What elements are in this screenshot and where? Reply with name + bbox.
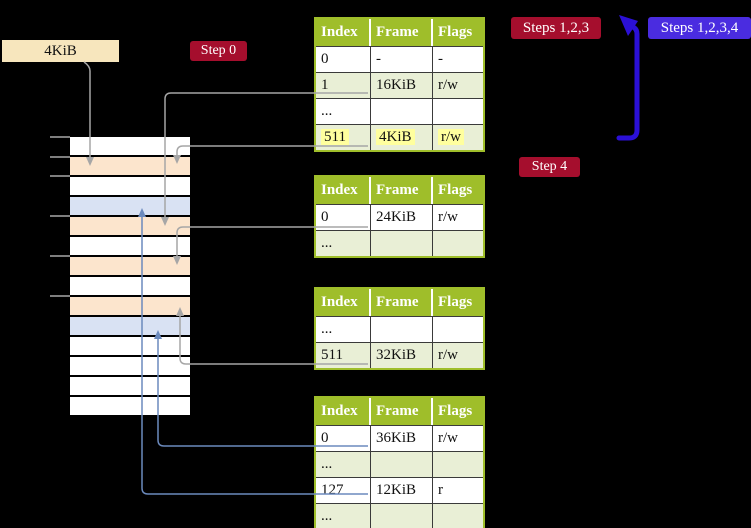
table-cell: ... [316, 504, 371, 528]
table-cell: r/w [438, 347, 458, 363]
table-header-cell: Flags [438, 294, 473, 310]
table-header-cell: Frame [371, 177, 433, 204]
stack-frame-row-blue [70, 197, 190, 215]
table-cell: r/w [433, 125, 481, 150]
highlighted-value: 4KiB [376, 129, 415, 145]
table-header-cell: Flags [438, 403, 473, 419]
table-cell: r/w [438, 430, 458, 446]
stack-tick [50, 215, 70, 217]
table-cell [371, 452, 433, 477]
table-cell: ... [316, 452, 371, 477]
highlighted-value: 511 [321, 129, 349, 145]
table-cell [371, 99, 433, 124]
table-cell: 511 [316, 343, 371, 368]
stack-frame-row-white [70, 397, 190, 415]
stack-tick [50, 175, 70, 177]
table-cell: ... [316, 231, 371, 256]
table-header-cell: Flags [438, 182, 473, 198]
stack-tick [50, 255, 70, 257]
table-row: ... [316, 98, 483, 124]
stack-frame-row-white [70, 357, 190, 375]
stack-tick [50, 136, 70, 138]
table-header-cell: Frame [371, 398, 433, 425]
stack-frame-row-white [70, 337, 190, 355]
table-cell: 4KiB [371, 125, 433, 150]
frame-size-label: 4KiB [2, 40, 119, 62]
table-cell [433, 452, 481, 477]
table-header-cell: Index [316, 177, 371, 204]
step0-badge: Step 0 [190, 41, 247, 61]
table-cell: ... [316, 99, 371, 124]
stack-frame-row-peach [70, 157, 190, 175]
table-row: 511 4KiB r/w [316, 124, 483, 150]
table-cell: ... [316, 317, 371, 342]
stack-tick [50, 156, 70, 158]
steps-1234-badge: Steps 1,2,3,4 [648, 17, 751, 39]
stack-frame-row-blue [70, 317, 190, 335]
stack-frame-row-white [70, 237, 190, 255]
table-cell: 127 [316, 478, 371, 503]
table-cell: 0 [316, 47, 371, 72]
table-header-cell: Frame [371, 19, 433, 46]
step4-badge: Step 4 [519, 157, 580, 177]
table-row: ... [316, 230, 483, 256]
table-cell [433, 231, 481, 256]
stack-frame-row-white [70, 277, 190, 295]
stack-frame-row-peach [70, 217, 190, 235]
table-row: ... [316, 451, 483, 477]
stack-frame-row-white [70, 177, 190, 195]
table-cell: 32KiB [371, 343, 433, 368]
table-header-cell: Frame [371, 289, 433, 316]
table-cell: - [371, 47, 433, 72]
table-cell: 0 [316, 426, 371, 451]
arrowhead-up-left-icon [619, 15, 638, 36]
table-row: ... [316, 316, 483, 342]
table-cell: 36KiB [371, 426, 433, 451]
highlighted-value: r/w [438, 129, 464, 145]
table-cell: 0 [316, 205, 371, 230]
table-cell: 12KiB [371, 478, 433, 503]
stack-tick [50, 295, 70, 297]
table-header-cell: Index [316, 19, 371, 46]
table-cell: 16KiB [371, 73, 433, 98]
memory-stack [70, 137, 190, 415]
table-row: 0-- [316, 46, 483, 72]
stack-frame-row-peach [70, 257, 190, 275]
table-cell [433, 317, 481, 342]
stack-frame-row-white [70, 137, 190, 155]
table-cell [371, 231, 433, 256]
stack-frame-row-peach [70, 297, 190, 315]
table-header-cell: Index [316, 398, 371, 425]
steps-123-badge: Steps 1,2,3 [511, 17, 601, 39]
table-cell: r/w [438, 77, 458, 93]
table-cell [433, 504, 481, 528]
table-header-cell: Flags [438, 24, 473, 40]
table-cell: r [438, 482, 443, 498]
table-cell: 24KiB [371, 205, 433, 230]
table-cell: - [438, 51, 443, 67]
stack-frame-row-white [70, 377, 190, 395]
table-header-cell: Index [316, 289, 371, 316]
table-cell [371, 317, 433, 342]
table-row: ... [316, 503, 483, 528]
table-cell: 511 [316, 125, 371, 150]
table-cell: 1 [316, 73, 371, 98]
table-cell [371, 504, 433, 528]
table-cell: r/w [438, 209, 458, 225]
steps-loop-arrow [616, 24, 640, 141]
table-cell [433, 99, 481, 124]
